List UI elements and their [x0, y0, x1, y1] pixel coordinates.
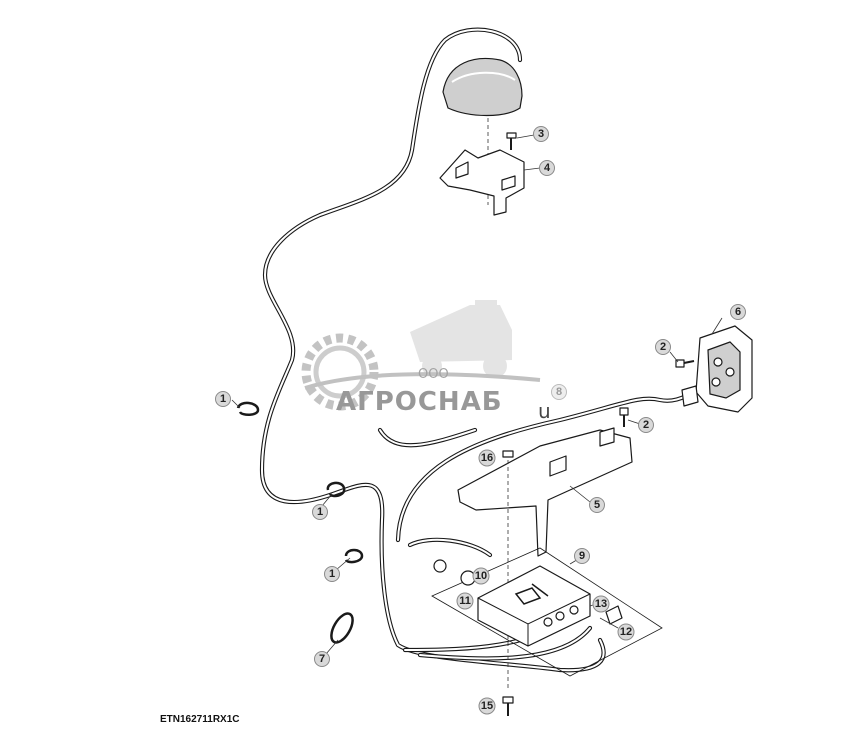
svg-text:11: 11 [459, 595, 471, 607]
svg-text:1: 1 [220, 393, 226, 405]
callout-11: 11 [456, 592, 474, 610]
svg-text:9: 9 [579, 550, 585, 562]
callout-5: 5 [589, 497, 605, 513]
callout-7: 7 [314, 651, 330, 667]
callout-9: 9 [574, 548, 590, 564]
svg-text:1: 1 [317, 506, 323, 518]
callout-12: 12 [617, 623, 635, 641]
callout-13: 13 [592, 595, 610, 613]
svg-text:2: 2 [660, 341, 666, 353]
controller-unit [477, 565, 591, 647]
callout-2-upper: 2 [655, 339, 671, 355]
callout-1-lower: 1 [324, 566, 340, 582]
callout-16: 16 [478, 449, 496, 467]
cable-tie-7 [330, 612, 354, 644]
svg-text:2: 2 [643, 419, 649, 431]
callout-6: 6 [730, 304, 746, 320]
clip-1-middle [326, 481, 346, 498]
callout-10: 10 [472, 567, 490, 585]
svg-text:13: 13 [595, 598, 607, 610]
callout-3: 3 [533, 126, 549, 142]
clip-1-lower [344, 548, 364, 564]
svg-text:12: 12 [620, 626, 632, 638]
callout-15: 15 [478, 697, 496, 715]
mounting-plate-5 [457, 427, 633, 690]
svg-text:6: 6 [735, 306, 741, 318]
watermark: ООО АГРОСНАБ u [301, 300, 552, 423]
watermark-brand: АГРОСНАБ [336, 387, 503, 417]
bolt-15 [502, 696, 514, 716]
screw-12 [605, 605, 623, 625]
module-6 [681, 325, 753, 413]
watermark-trail: u [538, 399, 552, 423]
screw-2-upper [675, 359, 695, 368]
leader-lines [231, 134, 723, 655]
svg-text:8: 8 [556, 386, 562, 398]
bracket-4 [439, 149, 525, 216]
controller-plate-9 [431, 547, 663, 677]
bolt-3 [506, 132, 517, 150]
callout-1-middle: 1 [312, 504, 328, 520]
gear-icon [301, 333, 379, 411]
svg-text:7: 7 [319, 653, 325, 665]
callout-4: 4 [539, 160, 555, 176]
svg-text:1: 1 [329, 568, 335, 580]
svg-text:15: 15 [481, 700, 493, 712]
antenna-receiver [442, 57, 523, 205]
figure-code: ETN162711RX1C [160, 714, 240, 725]
callout-2-lower: 2 [638, 417, 654, 433]
clip-1-upper [236, 401, 260, 416]
bolt-16 [502, 450, 514, 458]
svg-text:5: 5 [594, 499, 600, 511]
combine-harvester-icon [410, 300, 512, 378]
screw-2-lower [619, 407, 629, 427]
connector-10 [433, 559, 476, 586]
watermark-prefix: ООО [418, 367, 449, 382]
callout-1-upper: 1 [215, 391, 231, 407]
svg-text:10: 10 [475, 570, 487, 582]
svg-text:4: 4 [544, 162, 551, 174]
callout-8: 8 [551, 384, 567, 400]
callouts: 3 4 6 2 8 1 2 16 5 1 9 1 10 11 13 1 [215, 126, 746, 715]
svg-text:16: 16 [481, 452, 493, 464]
svg-text:3: 3 [538, 128, 544, 140]
